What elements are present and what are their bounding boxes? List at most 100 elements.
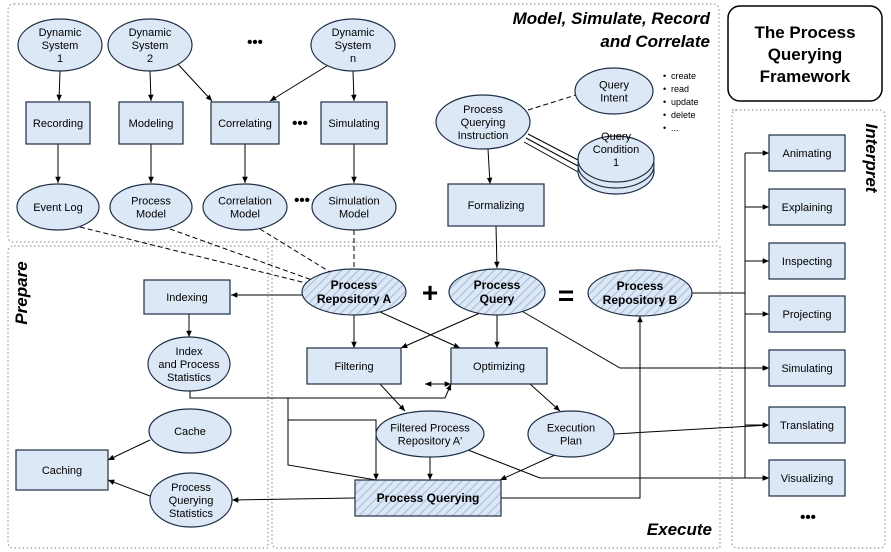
correlating-shape bbox=[210, 101, 280, 145]
caching-shape bbox=[15, 449, 109, 491]
recording-label: Recording bbox=[33, 118, 83, 130]
simulation-model-label: Simulation bbox=[328, 196, 379, 208]
projecting-node: Projecting bbox=[768, 295, 846, 333]
intent-op-more: ... bbox=[671, 123, 679, 133]
repo-b-label: Repository B bbox=[603, 293, 678, 307]
index-stats-label: and Process bbox=[158, 359, 220, 371]
caching-label: Caching bbox=[42, 465, 82, 477]
filtered-repo-label: Filtered Process bbox=[390, 423, 470, 435]
edge-stats-line bbox=[287, 398, 379, 480]
filtered-repo-shape bbox=[375, 410, 485, 458]
intent-op-bullet: • bbox=[663, 123, 666, 133]
pq-stats-label: Process bbox=[171, 482, 211, 494]
repo-b-label: Process bbox=[617, 279, 664, 293]
event-log-label: Event Log bbox=[33, 202, 83, 214]
edge-pqi-condition-2 bbox=[525, 137, 579, 167]
ds1-label: Dynamic bbox=[39, 27, 82, 39]
edge-executionplan-translating bbox=[613, 422, 770, 435]
pq-stats-label: Querying bbox=[169, 495, 214, 507]
projecting-shape bbox=[768, 295, 846, 333]
ds2-label: Dynamic bbox=[129, 27, 172, 39]
framework-title-line-3: Framework bbox=[760, 67, 851, 86]
section-title-execute: Execute bbox=[647, 520, 712, 539]
index-stats-shape bbox=[147, 336, 231, 392]
index-stats-label: Statistics bbox=[167, 372, 212, 384]
edge-query-simulating bbox=[519, 309, 769, 371]
edge-pqi-formalizing bbox=[486, 148, 493, 185]
correlation-model-label: Correlation bbox=[218, 196, 272, 208]
simulating-right-shape bbox=[768, 349, 846, 387]
simulating-right-label: Simulating bbox=[781, 363, 832, 375]
indexing-node: Indexing bbox=[143, 279, 231, 315]
intent-op-delete: delete bbox=[671, 110, 696, 120]
visualizing-node: Visualizing bbox=[768, 459, 846, 497]
pq-stats-label: Statistics bbox=[169, 508, 214, 520]
intent-op-update: update bbox=[671, 97, 699, 107]
cache-label: Cache bbox=[174, 426, 206, 438]
simulating-top-label: Simulating bbox=[328, 118, 379, 130]
dsn-shape bbox=[310, 18, 396, 72]
event-log-shape bbox=[16, 183, 100, 231]
edge-pqi-condition-3 bbox=[523, 141, 579, 173]
index-stats-label: Index bbox=[176, 346, 203, 358]
ds1-label: 1 bbox=[57, 53, 63, 65]
edge-ds2-correlating bbox=[175, 61, 213, 102]
repo-a-label: Repository A bbox=[317, 292, 392, 306]
section-title-prepare: Prepare bbox=[12, 261, 31, 324]
section-title-model-line-2: and Correlate bbox=[600, 32, 710, 51]
recording-shape bbox=[25, 101, 91, 145]
execution-plan-label: Plan bbox=[560, 436, 582, 448]
event-log-node: Event Log bbox=[16, 183, 100, 231]
edge-correlationmodel-repoa bbox=[259, 228, 331, 273]
edge-pqi-condition-1 bbox=[527, 133, 579, 161]
process-querying-label: Process Querying bbox=[377, 491, 480, 505]
caching-node: Caching bbox=[15, 449, 109, 491]
ds1-shape bbox=[17, 18, 103, 72]
region-execute bbox=[271, 245, 721, 549]
animating-shape bbox=[768, 134, 846, 172]
translating-node: Translating bbox=[768, 406, 846, 444]
process-model-label: Process bbox=[131, 196, 171, 208]
indexing-label: Indexing bbox=[166, 292, 208, 304]
process-querying-shape bbox=[354, 479, 502, 517]
intent-op-read: read bbox=[671, 84, 689, 94]
edge-ds2-modeling bbox=[147, 70, 154, 102]
ellipsis-models: ••• bbox=[294, 192, 310, 209]
edge-processquerying-pqstats bbox=[231, 497, 356, 503]
query-condition-label-1: Query bbox=[601, 131, 631, 143]
simulating-top-node: Simulating bbox=[320, 101, 388, 145]
edge-filteredrepo-visual bbox=[467, 449, 769, 481]
pqi-label: Querying bbox=[461, 117, 506, 129]
optimizing-label: Optimizing bbox=[473, 361, 525, 373]
dsn-label: Dynamic bbox=[332, 27, 375, 39]
process-query-label: Process bbox=[474, 278, 521, 292]
edge-cache-caching bbox=[107, 439, 151, 461]
filtering-shape bbox=[306, 347, 402, 385]
cache-node: Cache bbox=[148, 408, 232, 454]
filtered-repo-label: Repository A' bbox=[398, 436, 462, 448]
correlation-model-label: Model bbox=[230, 209, 260, 221]
explaining-shape bbox=[768, 188, 846, 226]
intent-op-create: create bbox=[671, 71, 696, 81]
ds2-shape bbox=[107, 18, 193, 72]
process-query-label: Query bbox=[480, 292, 515, 306]
section-regions bbox=[7, 3, 886, 549]
query-condition-disc-3 bbox=[577, 135, 655, 183]
connectors bbox=[55, 61, 770, 503]
edge-pqi-intent bbox=[527, 94, 577, 111]
edge-filtering-filteredrepo bbox=[379, 383, 406, 412]
edge-pqstats-caching bbox=[107, 479, 151, 497]
process-querying-node: Process Querying bbox=[354, 479, 502, 517]
execution-plan-shape bbox=[527, 410, 615, 458]
translating-shape bbox=[768, 406, 846, 444]
